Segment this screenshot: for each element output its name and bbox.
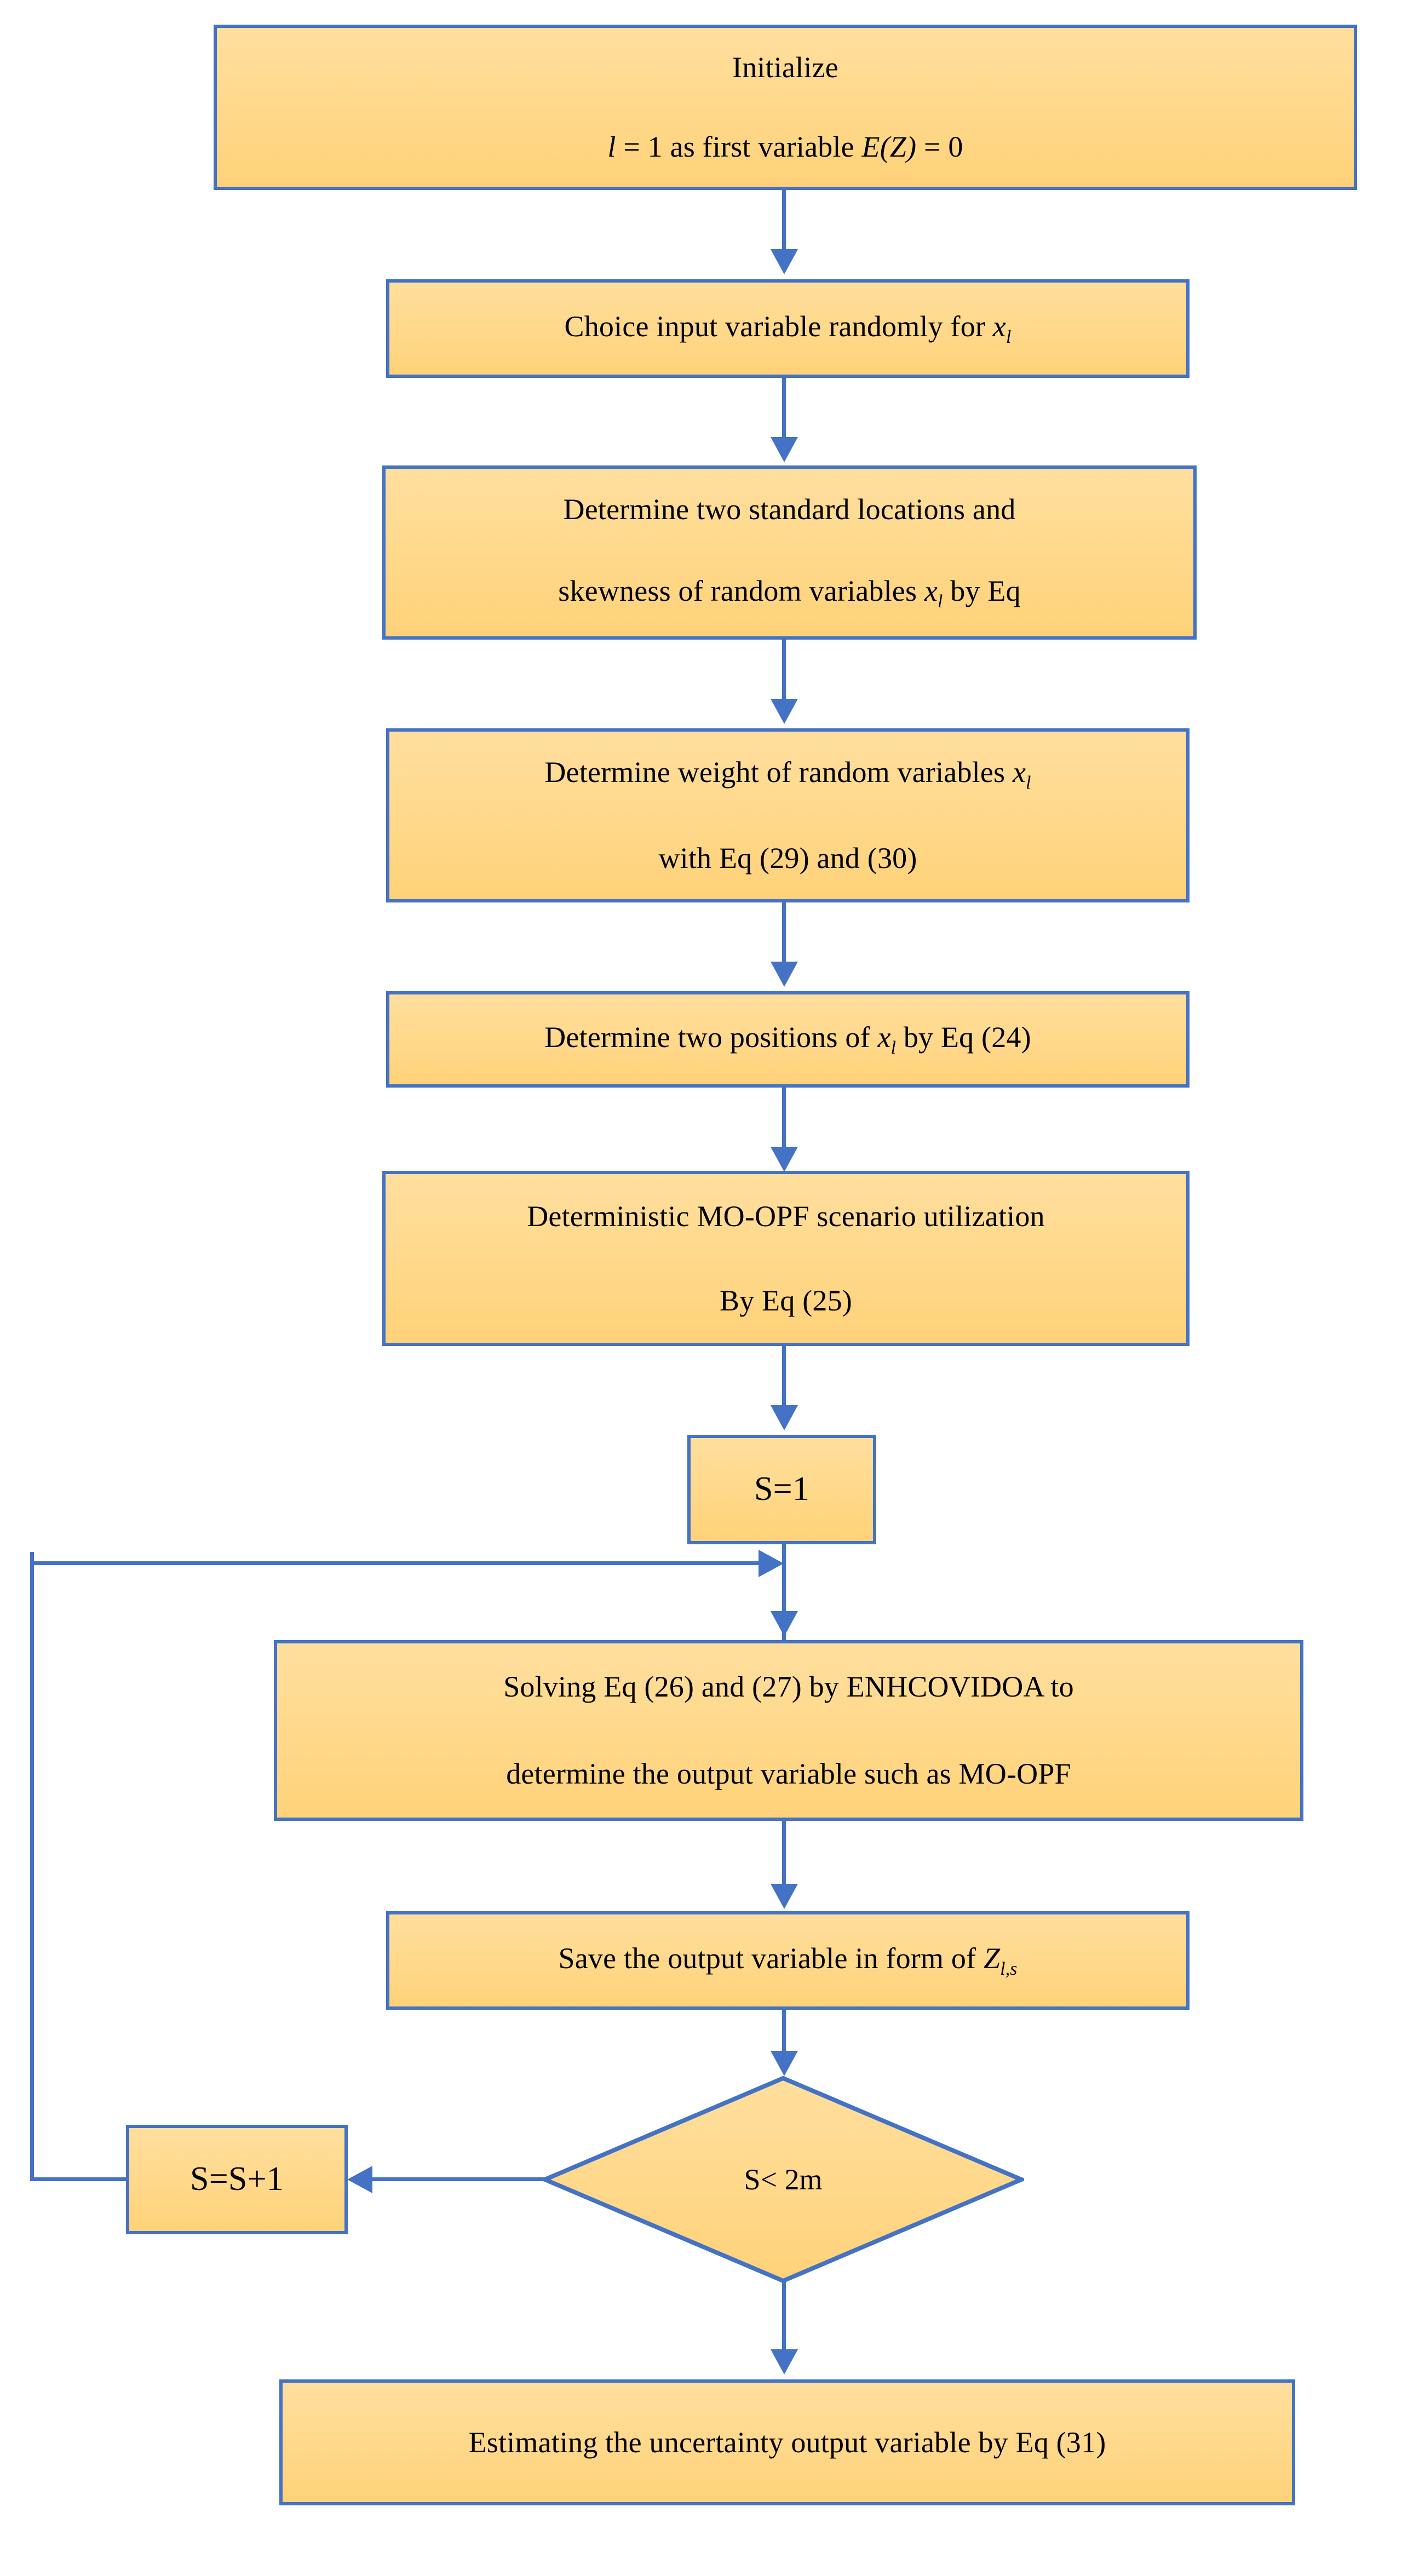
var-x: x [992,309,1006,343]
node-choice-input-line1: Choice input variable randomly for xl [565,302,1012,355]
node-determine-positions-tail: by Eq (24) [896,1020,1031,1054]
node-initialize[interactable]: Initialize l = 1 as first variable E(Z) … [214,25,1357,190]
node-initialize-line2-end: = 0 [916,130,963,164]
node-initialize-line2-mid: = 1 as first variable [616,130,862,164]
node-determine-locations-line2: skewness of random variables xl by Eq [558,567,1020,620]
node-determine-locations-tail: by Eq [943,574,1021,607]
node-deterministic-scenario-line1: Deterministic MO-OPF scenario utilizatio… [527,1199,1045,1233]
connector-1-arrowhead [771,249,798,274]
var-x-subscript: l [1005,326,1012,347]
node-choice-input-text: Choice input variable randomly for [564,309,993,343]
node-deterministic-scenario-line2: By Eq (25) [720,1284,852,1317]
node-determine-weight-line2: with Eq (29) and (30) [658,842,917,875]
var-z-subscript: l,s [1000,1958,1018,1979]
connector-6-arrowhead [771,1405,798,1430]
node-save-output-text: Save the output variable in form of [558,1941,984,1975]
node-determine-locations-text: skewness of random variables [558,574,924,607]
connector-3-arrowhead [771,699,798,724]
connector-10-line [782,2281,786,2363]
connector-9-arrowhead [771,2051,798,2076]
connector-7-arrowhead [771,1611,798,1636]
connector-1-line [782,190,786,253]
feedback-loop-top-segment [30,1561,764,1565]
connector-10-arrowhead [771,2349,798,2374]
node-determine-positions-line1: Determine two positions of xl by Eq (24) [544,1013,1031,1066]
node-determine-positions[interactable]: Determine two positions of xl by Eq (24) [386,991,1190,1088]
var-x: x [877,1020,891,1054]
node-decision-label: S< 2m [744,2163,823,2196]
connector-5-line [782,1088,786,1151]
node-estimate-uncertainty[interactable]: Estimating the uncertainty output variab… [279,2379,1295,2505]
node-s-increment-label: S=S+1 [190,2160,284,2198]
expr-ez: E(Z) [861,130,917,164]
var-x: x [924,574,938,607]
node-determine-locations-line1: Determine two standard locations and [563,493,1016,526]
connector-decision-to-increment-line [372,2177,545,2181]
var-x-subscript: l [938,591,943,612]
node-s-increment[interactable]: S=S+1 [126,2125,348,2234]
node-s-init-label: S=1 [754,1470,810,1508]
node-s-init[interactable]: S=1 [687,1435,876,1544]
connector-decision-to-increment-arrowhead [347,2166,372,2193]
node-deterministic-scenario[interactable]: Deterministic MO-OPF scenario utilizatio… [382,1171,1190,1346]
var-x-subscript: l [1026,772,1031,793]
node-initialize-line1: Initialize [732,51,838,84]
connector-2-arrowhead [771,437,798,462]
var-x-subscript: l [890,1037,897,1058]
node-determine-locations[interactable]: Determine two standard locations and ske… [382,465,1197,640]
node-determine-weight-text: Determine weight of random variables [544,756,1013,789]
var-x: x [1012,756,1026,789]
connector-4-arrowhead [771,962,798,987]
var-z: Z [983,1941,1001,1975]
node-choice-input[interactable]: Choice input variable randomly for xl [386,279,1190,378]
node-solving-enhcovidoa-line1: Solving Eq (26) and (27) by ENHCOVIDOA t… [503,1670,1074,1704]
connector-9-line [782,2010,786,2062]
connector-8-line [782,1821,786,1892]
var-l: l [607,130,616,164]
node-determine-weight-line1: Determine weight of random variables xl [544,748,1031,801]
node-save-output-line1: Save the output variable in form of Zl,s [558,1934,1017,1987]
node-decision-s-lt-2m[interactable]: S< 2m [542,2075,1024,2284]
connector-4-line [782,902,786,965]
connector-3-line [782,640,786,703]
node-estimate-uncertainty-label: Estimating the uncertainty output variab… [468,2425,1106,2459]
connector-8-arrowhead [771,1884,798,1909]
node-initialize-line2: l = 1 as first variable E(Z) = 0 [607,123,963,171]
feedback-loop-left-segment [30,1552,34,2179]
connector-5-arrowhead [771,1147,798,1172]
node-solving-enhcovidoa[interactable]: Solving Eq (26) and (27) by ENHCOVIDOA t… [274,1640,1303,1821]
connector-6-line [782,1346,786,1406]
node-solving-enhcovidoa-line2: determine the output variable such as MO… [506,1757,1071,1791]
node-determine-positions-text: Determine two positions of [544,1020,878,1054]
feedback-loop-bottom-segment [30,2177,129,2181]
node-save-output[interactable]: Save the output variable in form of Zl,s [386,1911,1190,2010]
node-determine-weight[interactable]: Determine weight of random variables xl … [386,728,1190,902]
connector-2-line [782,378,786,441]
connector-7-line [782,1544,786,1640]
